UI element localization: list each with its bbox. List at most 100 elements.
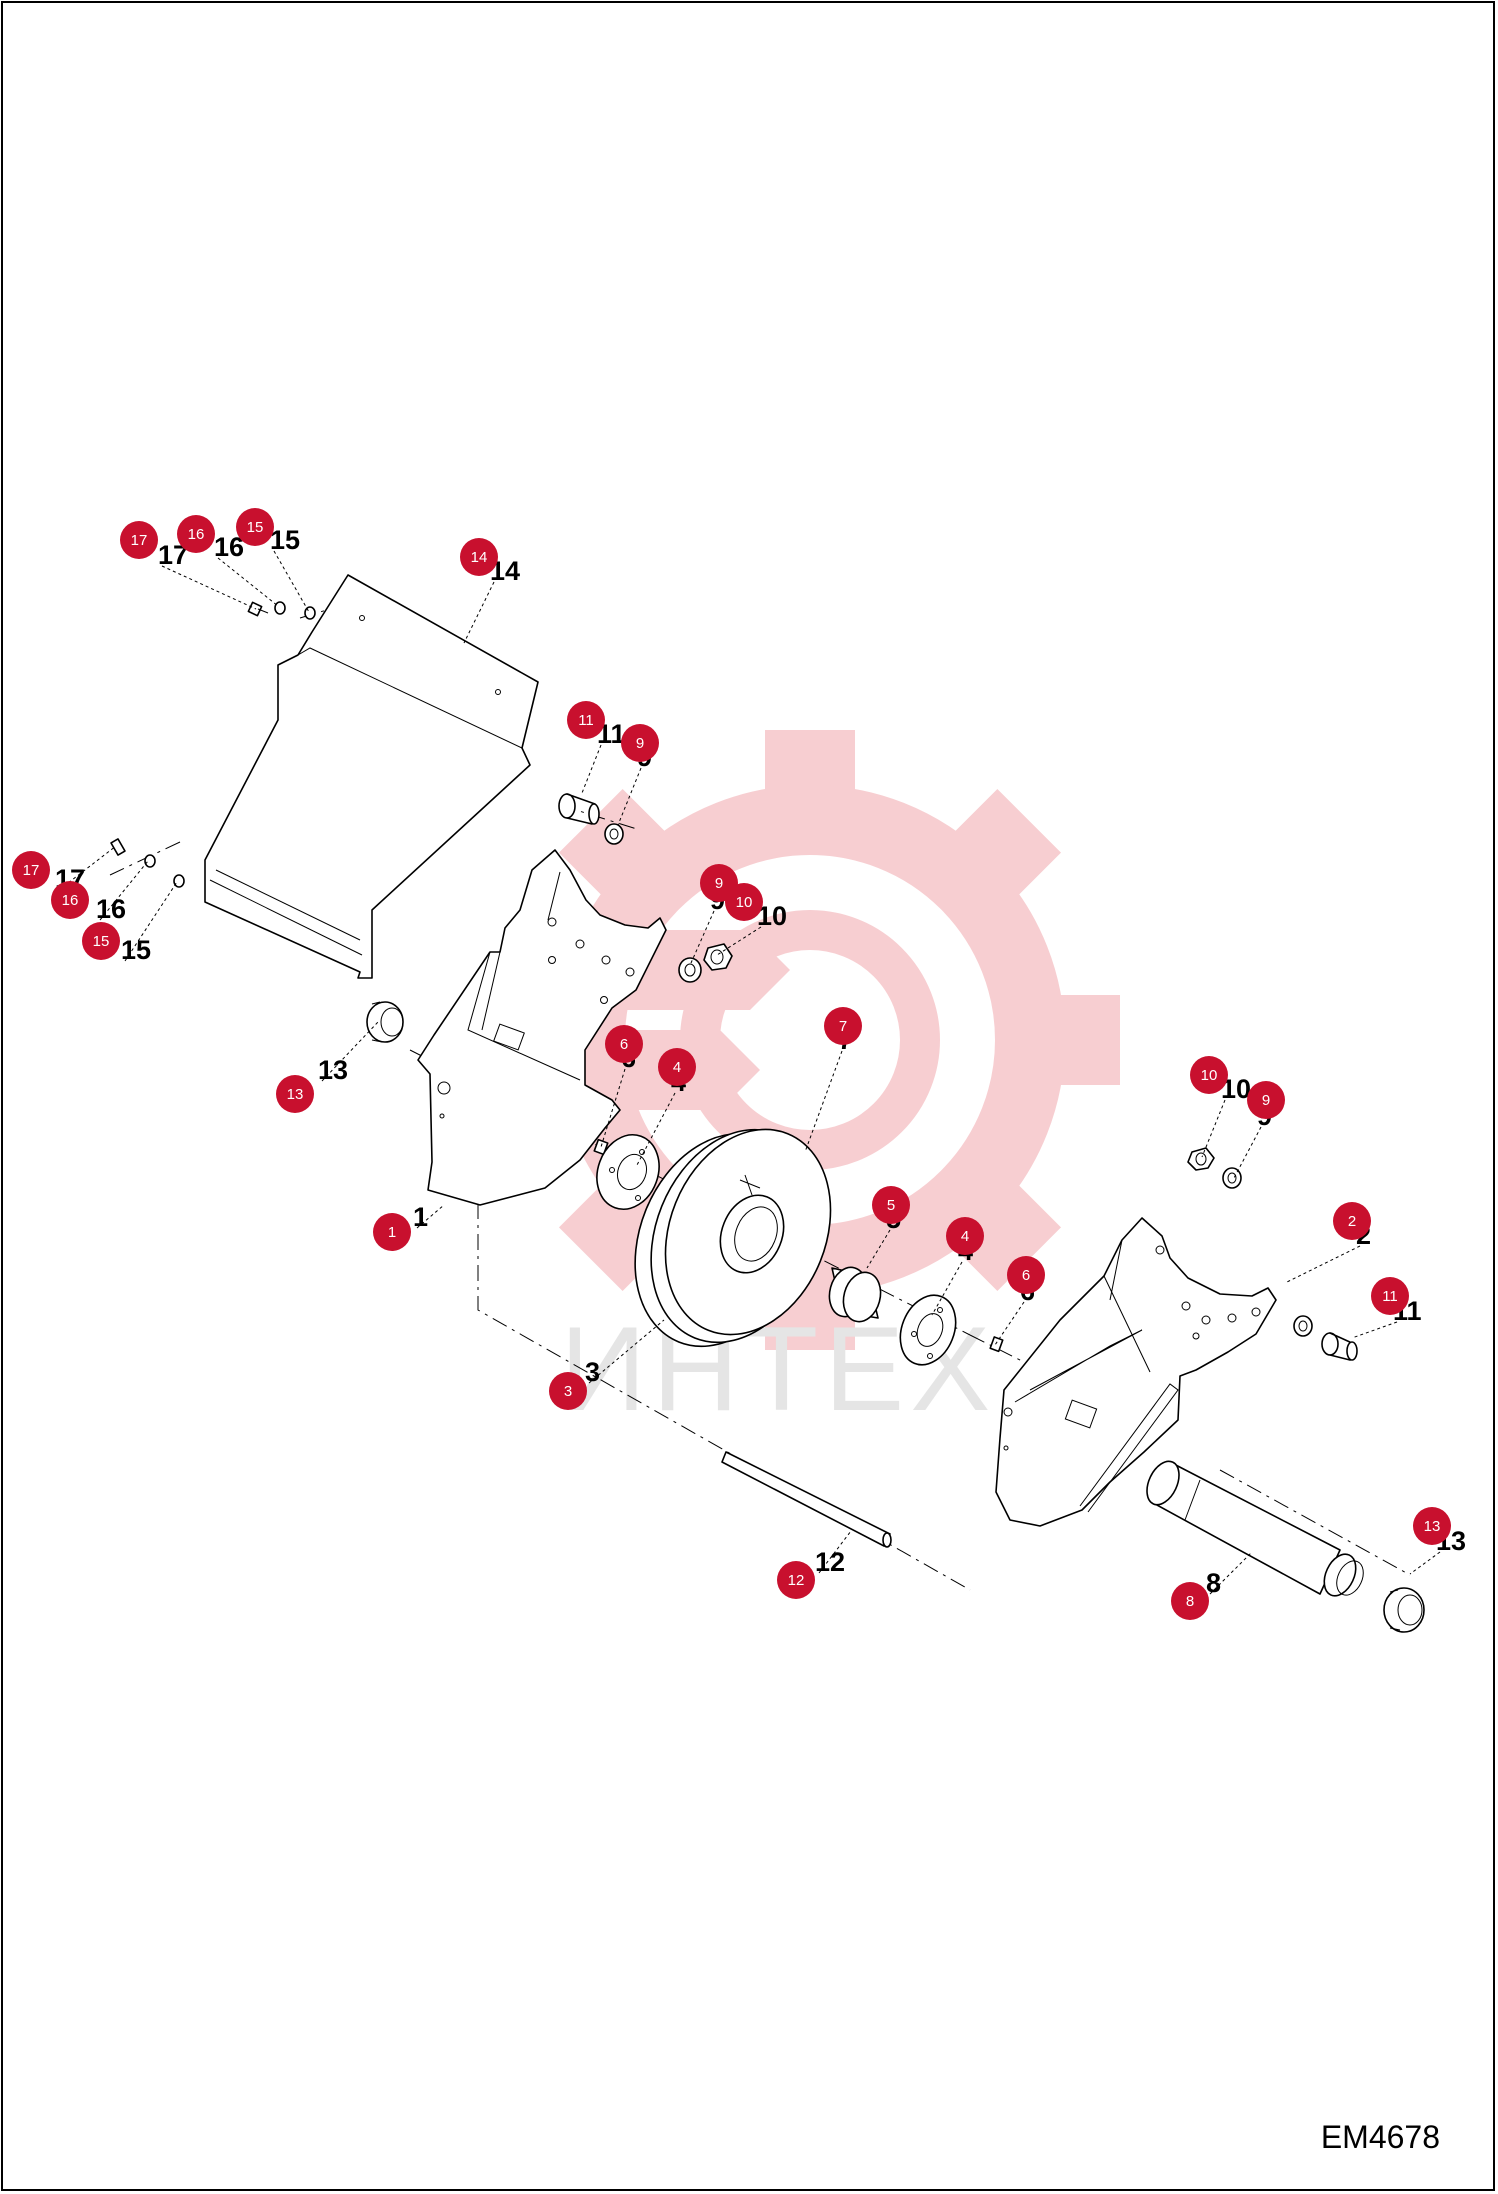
callout-leader-line: [1233, 1126, 1262, 1179]
callout-8[interactable]: 88: [1171, 1552, 1252, 1620]
part-16-washer-left: [144, 854, 156, 868]
callout-badge-circle[interactable]: [549, 1372, 587, 1410]
callout-badge-circle[interactable]: [82, 922, 120, 960]
callout-badge-number: 17: [23, 862, 40, 879]
callout-badge-number: 1: [388, 1224, 396, 1241]
part-5-bushing: [828, 1266, 882, 1323]
callout-9[interactable]: 99: [1233, 1081, 1285, 1179]
callout-badge-number: 4: [673, 1059, 681, 1076]
callout-7[interactable]: 77: [804, 1007, 862, 1153]
callout-leader-line: [1284, 1245, 1361, 1284]
callout-4[interactable]: 44: [931, 1217, 984, 1316]
callout-4[interactable]: 44: [636, 1048, 696, 1166]
callout-leader-line: [161, 565, 257, 610]
callout-leader-line: [931, 1261, 963, 1316]
callout-badge-number: 17: [131, 532, 148, 549]
part-2-right-side-plate: [995, 1217, 1277, 1527]
callout-badge-circle[interactable]: [946, 1217, 984, 1255]
callout-number-label: 15: [270, 525, 300, 555]
callout-leader-line: [217, 557, 279, 607]
part-17-bolt-top: [247, 601, 269, 617]
callout-badge-number: 9: [1262, 1092, 1270, 1109]
callout-badge-number: 16: [62, 892, 79, 909]
callout-badge-circle[interactable]: [51, 881, 89, 919]
callout-badge-circle[interactable]: [621, 724, 659, 762]
callout-badge-circle[interactable]: [872, 1186, 910, 1224]
part-14-cover-guard: [204, 574, 539, 979]
callout-6[interactable]: 66: [600, 1025, 643, 1148]
callout-leader-line: [617, 767, 642, 826]
part-1-left-side-plate: [417, 849, 667, 1206]
part-9-washer-mid: [678, 957, 702, 983]
callout-badge-number: 4: [961, 1228, 969, 1245]
callout-badge-number: 7: [839, 1018, 847, 1035]
callout-badge-circle[interactable]: [460, 538, 498, 576]
callout-badge-circle[interactable]: [1413, 1507, 1451, 1545]
callout-leader-line: [716, 926, 762, 956]
part-4-flange-right: [899, 1294, 957, 1366]
callout-badge-circle[interactable]: [1371, 1277, 1409, 1315]
callout-number-label: 13: [318, 1055, 348, 1085]
callout-badge-circle[interactable]: [824, 1007, 862, 1045]
callout-badge-circle[interactable]: [777, 1561, 815, 1599]
callout-badge-circle[interactable]: [373, 1213, 411, 1251]
callout-badge-circle[interactable]: [120, 521, 158, 559]
callout-badge-circle[interactable]: [276, 1075, 314, 1113]
callout-badge-circle[interactable]: [1333, 1202, 1371, 1240]
callout-number-label: 1: [413, 1202, 428, 1232]
callout-badge-circle[interactable]: [567, 701, 605, 739]
callout-badge-circle[interactable]: [12, 851, 50, 889]
drawing-code-label: EM4678: [1320, 2119, 1440, 2155]
part-11-bolt-right: [1293, 1315, 1358, 1361]
callout-9[interactable]: 99: [617, 724, 659, 826]
callout-leader-line: [99, 860, 149, 921]
callout-9[interactable]: 99: [690, 864, 738, 964]
callout-badge-number: 8: [1186, 1593, 1194, 1610]
callout-6[interactable]: 66: [994, 1256, 1045, 1346]
callout-3[interactable]: 33: [549, 1319, 665, 1410]
callout-leader-line: [124, 881, 178, 962]
callout-badge-number: 10: [1201, 1067, 1218, 1084]
callout-badge-circle[interactable]: [725, 883, 763, 921]
callout-badge-circle[interactable]: [1247, 1081, 1285, 1119]
callout-badge-circle[interactable]: [605, 1025, 643, 1063]
callout-2[interactable]: 22: [1284, 1202, 1371, 1284]
callout-1[interactable]: 11: [373, 1202, 445, 1251]
callout-5[interactable]: 55: [866, 1186, 910, 1269]
callout-leader-line: [866, 1229, 891, 1269]
part-15-nut-top: [304, 606, 316, 620]
callout-leader-line: [463, 581, 495, 644]
callout-badge-circle[interactable]: [658, 1048, 696, 1086]
callout-leader-line: [1209, 1552, 1252, 1595]
callout-badge-number: 13: [287, 1086, 304, 1103]
part-10-nut-right: [1187, 1147, 1215, 1171]
part-9-washer-upper: [604, 823, 624, 845]
part-6-screw-left: [593, 1138, 609, 1156]
callout-leader-line: [581, 744, 602, 794]
callout-badge-number: 12: [788, 1572, 805, 1589]
callout-badge-number: 14: [471, 549, 488, 566]
callout-badge-circle[interactable]: [1190, 1056, 1228, 1094]
callout-badge-circle[interactable]: [236, 508, 274, 546]
callout-badge-number: 9: [636, 735, 644, 752]
callout-badge-number: 9: [715, 875, 723, 892]
callout-badge-circle[interactable]: [1171, 1582, 1209, 1620]
callout-badge-circle[interactable]: [1007, 1256, 1045, 1294]
callout-number-label: 3: [585, 1357, 600, 1387]
callout-13[interactable]: 13 13: [276, 1021, 379, 1113]
part-13-bearing-left: [366, 1001, 404, 1043]
callout-badge-circle[interactable]: [177, 515, 215, 553]
